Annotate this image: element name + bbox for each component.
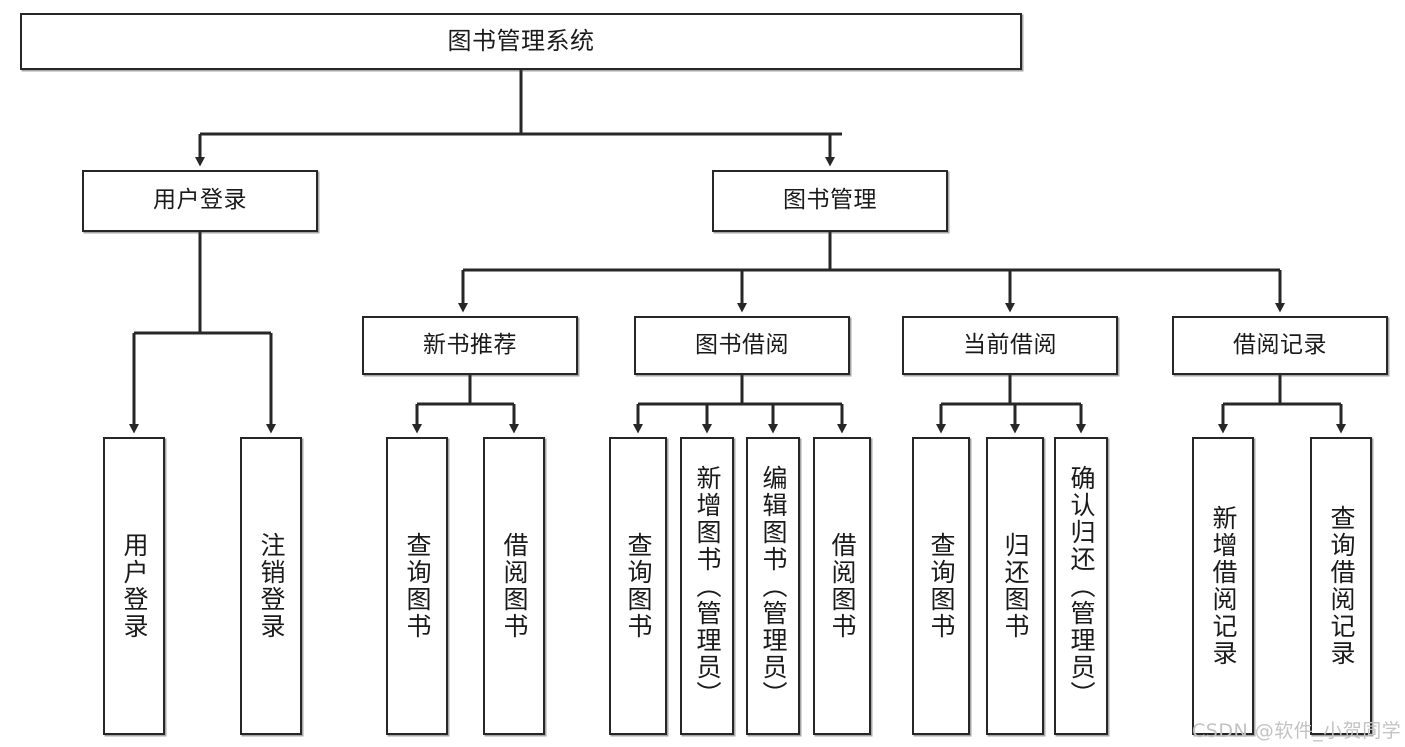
node-book-borrowing[interactable]: 图书借阅 (634, 316, 850, 375)
leaf-recommendation-query-book[interactable]: 查询图书 (386, 437, 448, 735)
leaf-borrowing-borrow-book[interactable]: 借阅图书 (813, 437, 871, 735)
node-label: 编辑图书（管理员） (759, 464, 788, 708)
leaf-current-query-book[interactable]: 查询图书 (912, 437, 970, 735)
node-label: 图书管理 (783, 187, 877, 214)
node-label: 新增图书（管理员） (693, 464, 722, 708)
node-label: 查询图书 (624, 532, 653, 640)
leaf-user-logout[interactable]: 注销登录 (240, 437, 302, 735)
node-new-book-recommendation[interactable]: 新书推荐 (362, 316, 578, 375)
node-label: 新增借阅记录 (1209, 505, 1238, 667)
node-label: 图书借阅 (695, 331, 789, 358)
node-label: 新书推荐 (423, 331, 517, 358)
node-current-borrowing[interactable]: 当前借阅 (902, 316, 1118, 375)
node-user-login-group[interactable]: 用户登录 (82, 170, 318, 232)
node-label: 借阅图书 (500, 532, 529, 640)
node-borrow-records[interactable]: 借阅记录 (1172, 316, 1388, 375)
node-root-system[interactable]: 图书管理系统 (20, 13, 1022, 70)
leaf-records-add-record[interactable]: 新增借阅记录 (1192, 437, 1254, 735)
leaf-recommendation-borrow-book[interactable]: 借阅图书 (483, 437, 545, 735)
leaf-current-confirm-return-admin[interactable]: 确认归还（管理员） (1054, 437, 1108, 735)
leaf-borrowing-edit-book-admin[interactable]: 编辑图书（管理员） (746, 437, 800, 735)
node-label: 借阅图书 (828, 532, 857, 640)
node-label: 查询图书 (927, 532, 956, 640)
node-book-management-group[interactable]: 图书管理 (712, 170, 948, 232)
node-label: 用户登录 (153, 187, 247, 214)
watermark-text: CSDN @软件_小贺同学 (1192, 720, 1402, 742)
node-label: 图书管理系统 (447, 27, 595, 56)
leaf-current-return-book[interactable]: 归还图书 (986, 437, 1044, 735)
node-label: 注销登录 (257, 532, 286, 640)
node-label: 查询借阅记录 (1327, 505, 1356, 667)
leaf-user-login[interactable]: 用户登录 (103, 437, 165, 735)
node-label: 确认归还（管理员） (1067, 464, 1096, 708)
node-label: 用户登录 (120, 532, 149, 640)
node-label: 归还图书 (1001, 532, 1030, 640)
leaf-borrowing-add-book-admin[interactable]: 新增图书（管理员） (680, 437, 734, 735)
node-label: 查询图书 (403, 532, 432, 640)
leaf-borrowing-query-book[interactable]: 查询图书 (609, 437, 667, 735)
leaf-records-query-record[interactable]: 查询借阅记录 (1310, 437, 1372, 735)
node-label: 当前借阅 (963, 331, 1057, 358)
node-label: 借阅记录 (1233, 331, 1327, 358)
